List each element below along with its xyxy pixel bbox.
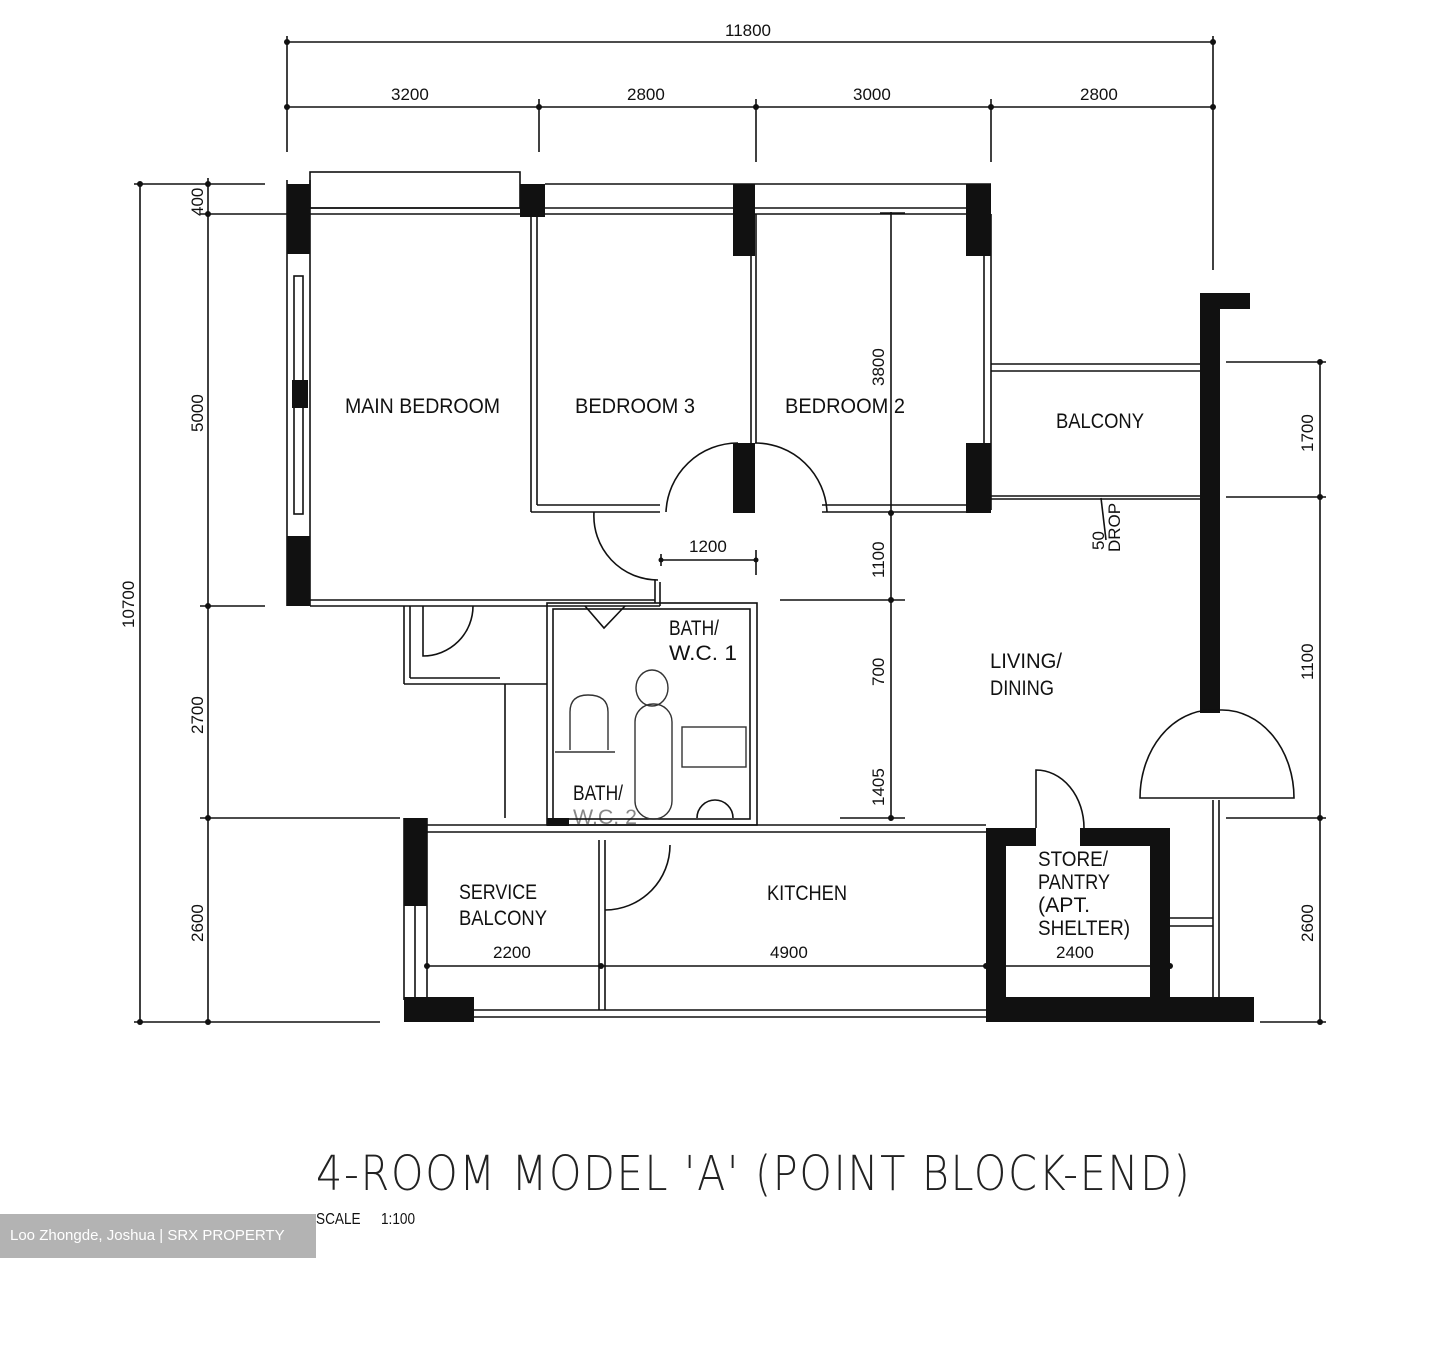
dim-top-total: 11800 — [725, 21, 771, 40]
dim-top-1: 3200 — [391, 85, 429, 104]
room-labels: MAIN BEDROOM BEDROOM 3 BEDROOM 2 BALCONY… — [345, 395, 1144, 940]
room-living-dining-line2: DINING — [990, 677, 1054, 700]
dim-right-3: 2600 — [1298, 904, 1317, 942]
room-service-balcony-line2: BALCONY — [459, 907, 547, 930]
dim-left-1: 400 — [188, 188, 207, 216]
dim-drop-value: 50 — [1089, 531, 1108, 550]
wall-columns — [287, 184, 1254, 1022]
dimension-labels: 11800 3200 2800 3000 2800 10700 400 5000… — [119, 21, 1317, 962]
room-bath-wc-1-line2: W.C. 1 — [669, 642, 737, 665]
watermark-credit: Loo Zhongde, Joshua | SRX PROPERTY — [0, 1214, 316, 1258]
dim-top-2: 2800 — [627, 85, 665, 104]
plan-title: 4-ROOM MODEL 'A' (POINT BLOCK-END) — [316, 1146, 1192, 1202]
room-bedroom-3: BEDROOM 3 — [575, 395, 695, 418]
doors — [422, 442, 1295, 911]
room-main-bedroom: MAIN BEDROOM — [345, 395, 500, 418]
room-kitchen: KITCHEN — [767, 882, 847, 905]
dimension-ticks — [137, 39, 1323, 1025]
fixtures — [555, 669, 747, 820]
room-bath-wc-1-line1: BATH/ — [669, 617, 719, 640]
dim-corridor-depth: 1100 — [869, 541, 888, 578]
dim-right-2: 1100 — [1298, 643, 1317, 680]
dim-700: 700 — [869, 658, 888, 686]
dim-top-3: 3000 — [853, 85, 891, 104]
dim-kitchen-width: 4900 — [770, 943, 808, 962]
walls — [286, 171, 1220, 1018]
room-store-line2: PANTRY — [1038, 871, 1110, 894]
room-store-line3: (APT. — [1038, 894, 1090, 917]
dim-1405: 1405 — [869, 768, 888, 806]
room-bedroom-2: BEDROOM 2 — [785, 395, 905, 418]
dim-store-width: 2400 — [1056, 943, 1094, 962]
room-store-line1: STORE/ — [1038, 848, 1108, 871]
plan-scale: SCALE 1:100 — [316, 1211, 435, 1229]
dim-left-total: 10700 — [119, 581, 138, 628]
room-store-line4: SHELTER) — [1038, 917, 1130, 940]
scale-label: SCALE — [316, 1211, 361, 1228]
dim-right-1: 1700 — [1298, 414, 1317, 452]
scale-value: 1:100 — [380, 1211, 416, 1228]
dim-left-4: 2600 — [188, 904, 207, 942]
dim-left-2: 5000 — [188, 394, 207, 432]
dim-top-4: 2800 — [1080, 85, 1118, 104]
dim-service-balcony-width: 2200 — [493, 943, 531, 962]
room-bath-wc-2-line2: W.C. 2 — [573, 806, 637, 829]
dim-corridor-width: 1200 — [689, 537, 727, 556]
dim-left-3: 2700 — [188, 696, 207, 734]
dim-drop-label: DROP — [1105, 503, 1124, 552]
room-living-dining-line1: LIVING/ — [990, 650, 1062, 673]
dim-bedroom2-depth: 3800 — [869, 348, 888, 386]
room-bath-wc-2-line1: BATH/ — [573, 782, 623, 805]
room-balcony: BALCONY — [1056, 410, 1144, 433]
room-service-balcony-line1: SERVICE — [459, 881, 537, 904]
